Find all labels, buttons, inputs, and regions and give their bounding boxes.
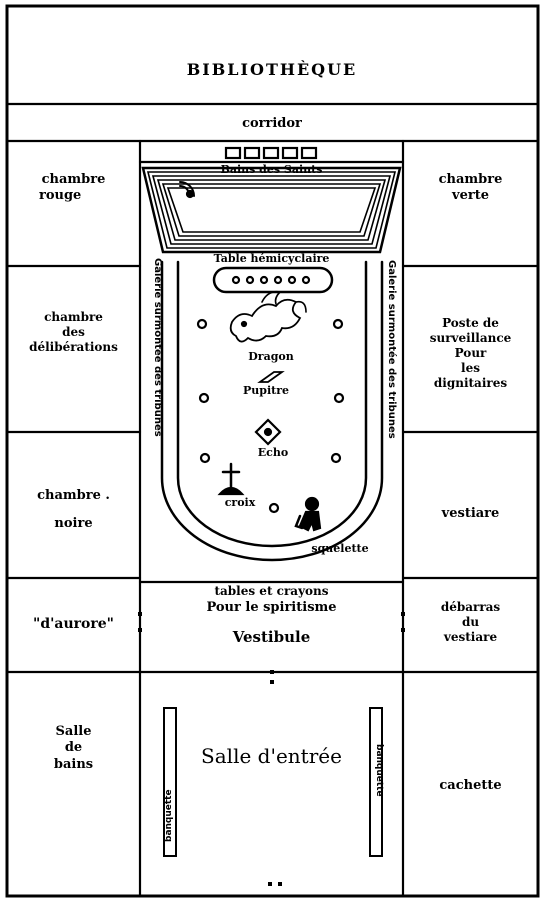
table-seat-2 [245, 275, 255, 285]
poste-surveillance-line-2: surveillance [429, 331, 512, 345]
salle-de-bains-label: Salle de bains [7, 724, 140, 773]
gallery-inner [176, 260, 368, 548]
bath-frame-3 [156, 179, 387, 241]
table-seat-6 [301, 275, 311, 285]
door-mark-entrance-1 [268, 882, 272, 886]
column-left-1 [196, 318, 208, 330]
poste-surveillance-label: Poste de surveillance Pour les dignitair… [403, 316, 538, 391]
vestiaire-label: vestiare [441, 506, 500, 521]
squelette-label: squelette [311, 542, 369, 555]
echo-label: Echo [257, 446, 289, 459]
debarras-line-2: du [461, 615, 480, 629]
plan-outer-wall [5, 4, 540, 898]
bath-frame-1 [146, 171, 397, 249]
column-left-3 [199, 452, 211, 464]
salle-de-bains-line-3: bains [53, 756, 94, 772]
bath-frame-outer [141, 166, 402, 254]
poste-surveillance-line-3: Pour [454, 346, 487, 360]
column-bottom [268, 502, 280, 514]
chambre-noire-line-2: noire [54, 516, 93, 532]
dragon-figure [229, 298, 302, 343]
bath-corner-dot [185, 189, 195, 199]
cross-base [217, 486, 245, 496]
table-hemicyclaire-label: Table hémicyclaire [213, 252, 330, 265]
bath-square-4 [281, 146, 299, 160]
bath-frame-4 [161, 183, 382, 237]
table-seat-3 [259, 275, 269, 285]
chambre-verte-label: chambre verte [403, 172, 538, 205]
chambre-deliberations-line-2: des [62, 325, 85, 339]
skeleton-arm [294, 514, 304, 530]
skeleton-head [304, 496, 320, 512]
poste-surveillance-line-5: dignitaires [433, 376, 508, 390]
column-right-1 [332, 318, 344, 330]
pour-spiritisme-label: Pour le spiritisme [206, 600, 337, 615]
croix-label: croix [224, 496, 256, 509]
pupitre-label: Pupitre [242, 384, 289, 397]
bath-frame-5 [166, 187, 377, 233]
bath-square-1 [224, 146, 242, 160]
column-right-3 [330, 452, 342, 464]
door-mark-right-2 [401, 628, 405, 632]
corridor-label: corridor [242, 116, 302, 131]
chambre-verte-line-1: chambre [438, 172, 503, 187]
chambre-noire-label: chambre . noire [7, 488, 140, 533]
salle-de-bains-line-2: de [64, 740, 83, 756]
poste-surveillance-line-1: Poste de [442, 316, 499, 330]
debarras-line-3: vestiare [443, 630, 498, 644]
chambre-rouge-label: chambre rouge [7, 172, 140, 205]
dragon-eye [240, 320, 248, 328]
cachette-label: cachette [439, 778, 502, 793]
door-mark-left-1 [138, 612, 142, 616]
dragon-tail [295, 300, 307, 313]
salle-entree-label: Salle d'entrée [201, 744, 342, 768]
door-mark-right-1 [401, 612, 405, 616]
door-mark-entrance-2 [278, 882, 282, 886]
column-right-2 [333, 392, 345, 404]
chambre-rouge-line-1: chambre [41, 172, 106, 187]
bath-frame-2 [151, 175, 392, 245]
chambre-rouge-line-2: rouge [39, 188, 82, 204]
library-label: BIBLIOTHÈQUE [186, 60, 358, 79]
chambre-deliberations-label: chambre des délibérations [7, 310, 140, 355]
bains-des-saints-label: Bains des Saints [220, 163, 323, 176]
gallery-outer [160, 260, 384, 562]
chambre-noire-line-1: chambre . [37, 488, 110, 503]
echo-center [263, 427, 273, 437]
door-mark-vestibule-2 [270, 680, 274, 684]
banquette-right-outline [369, 707, 383, 857]
bath-square-3 [262, 146, 280, 160]
dragon-label: Dragon [248, 350, 294, 363]
dragon-wing [261, 290, 282, 305]
aurore-label: "d'aurore" [33, 616, 114, 632]
table-seat-5 [287, 275, 297, 285]
bath-square-5 [300, 146, 318, 160]
banquette-left-outline [163, 707, 177, 857]
chambre-verte-line-2: verte [452, 188, 489, 204]
chambre-deliberations-line-1: chambre [44, 310, 103, 324]
bath-square-2 [243, 146, 261, 160]
salle-de-bains-line-1: Salle [55, 724, 92, 739]
column-left-2 [198, 392, 210, 404]
table-seat-4 [273, 275, 283, 285]
vestibule-label: Vestibule [232, 628, 311, 646]
table-seat-1 [231, 275, 241, 285]
door-mark-left-2 [138, 628, 142, 632]
banquette-left-label: banquette [164, 789, 174, 842]
galerie-right-label: Galerie surmontée des tribunes [386, 260, 397, 439]
tables-crayons-label: tables et crayons [214, 584, 329, 598]
echo-diamond [254, 418, 282, 446]
chambre-deliberations-line-3: délibérations [29, 340, 118, 354]
pupitre-shape [257, 371, 285, 383]
door-mark-vestibule-1 [270, 670, 274, 674]
banquette-right-label: banquette [374, 744, 384, 797]
debarras-label: débarras du vestiare [403, 600, 538, 645]
poste-surveillance-line-4: les [461, 361, 480, 375]
galerie-left-label: Galerie surmontée des tribunes [152, 258, 163, 437]
table-hemicyclaire-outline [212, 266, 334, 294]
debarras-line-1: débarras [440, 600, 501, 614]
